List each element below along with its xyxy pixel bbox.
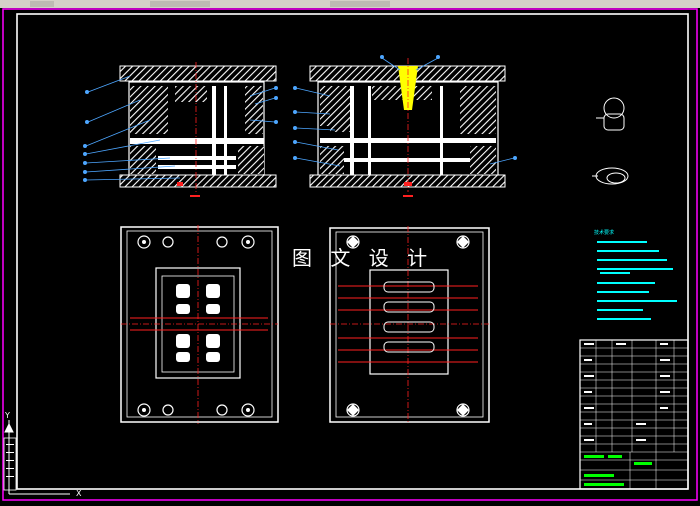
guide-pins [137, 235, 255, 417]
moving-half-plan-view [120, 225, 279, 424]
part-ring-sketch [592, 167, 629, 185]
drawing-frame-inner [16, 13, 689, 490]
parts-list-table [579, 339, 689, 490]
notes-lines [597, 241, 677, 320]
leader-lines-left [85, 75, 276, 181]
drawing-frame-outer [2, 8, 698, 501]
technical-notes: 技术要求 [594, 229, 677, 320]
ucs-y-label: Y [4, 411, 10, 420]
table-text-rows [584, 343, 670, 441]
toolbar-segment[interactable] [30, 1, 54, 7]
leader-balloons-right [293, 55, 517, 160]
notes-title: 技术要求 [594, 229, 614, 236]
leader-balloons-left [83, 86, 278, 182]
cavity-inserts [176, 284, 220, 362]
cooling-channels [338, 285, 478, 363]
watermark-text: 图 文 设 计 [292, 246, 434, 270]
cavity-inserts [383, 281, 435, 353]
table-grid [580, 340, 688, 489]
fixed-half-plan-view [329, 226, 490, 424]
side-section-view [309, 58, 506, 192]
leader-lines-right [295, 57, 515, 167]
ucs-x-label: X [76, 489, 82, 498]
section-label-mark [190, 195, 200, 197]
toolbar-segment[interactable] [330, 1, 390, 7]
title-block-green-text [584, 455, 652, 486]
section-label-mark [403, 195, 413, 197]
part-isometric-sketch [596, 97, 625, 131]
ucs-axis-box [3, 437, 17, 491]
front-section-view [119, 62, 277, 192]
ucs-icon [4, 420, 70, 495]
toolbar-segment[interactable] [150, 1, 210, 7]
cad-menu-strip[interactable] [0, 0, 700, 8]
cooling-channels [130, 317, 268, 331]
